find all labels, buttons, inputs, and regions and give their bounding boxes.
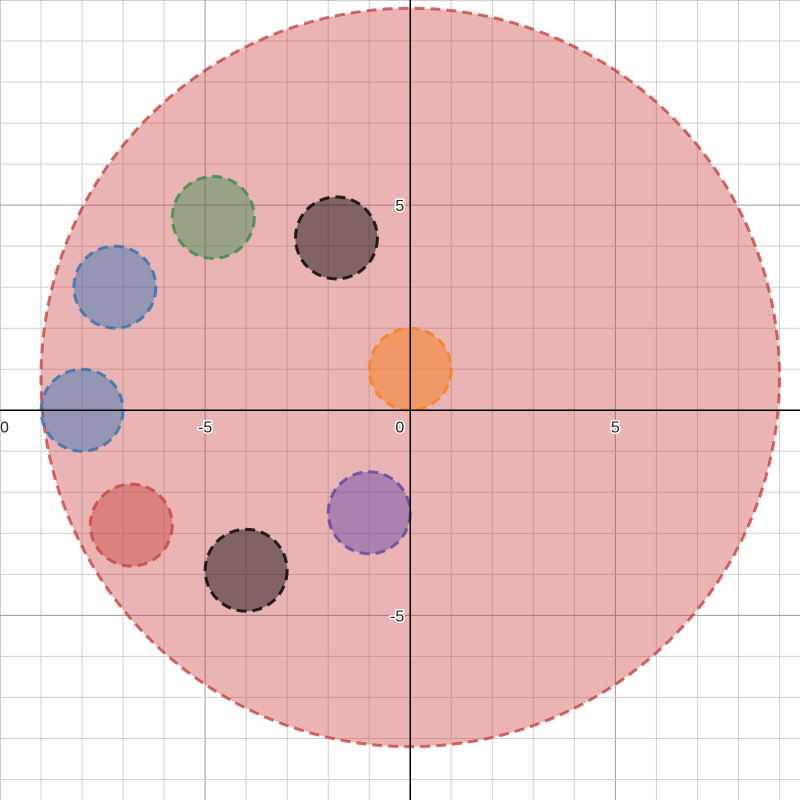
origin-label: 0 [395,419,404,436]
tick-labels: 0 -5 5 5 -5 0 [0,197,621,627]
x-tick-label: 0 [0,419,9,436]
circle-8 [203,527,289,613]
y-tick-label: -5 [390,608,404,625]
y-tick-label: 5 [395,198,404,215]
circle-7 [326,470,412,556]
circle-2 [293,195,379,281]
x-tick-label: 5 [611,419,620,436]
x-tick-label: -5 [198,419,212,436]
circle-3 [72,244,158,330]
circle-6 [88,482,174,568]
circle-1 [170,174,256,260]
